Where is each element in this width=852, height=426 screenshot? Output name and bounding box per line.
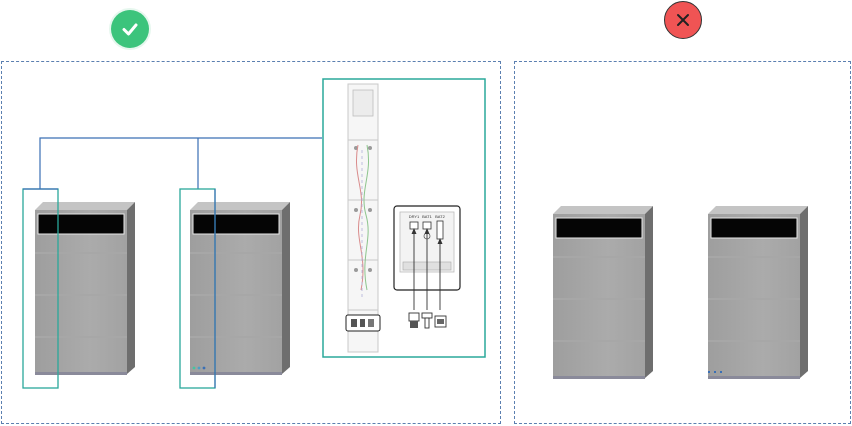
port-label-3: BAT2 — [435, 214, 445, 219]
correct-wiring-panel — [1, 61, 501, 424]
battery-cabinet-2 — [190, 202, 290, 376]
multi-pin-connector-icon — [434, 315, 447, 328]
terminal-plug-icon — [421, 312, 433, 329]
cross-icon — [677, 14, 689, 26]
check-icon — [122, 23, 138, 36]
battery-cabinet-4 — [708, 206, 808, 380]
correct-badge — [111, 10, 149, 48]
detail-inset: DRY1 BAT1 BAT2 — [322, 78, 486, 358]
battery-cabinet-1 — [35, 202, 135, 376]
port-label-2: BAT1 — [422, 214, 432, 219]
rj45-connector-icon — [408, 312, 420, 328]
wrong-wiring-panel — [514, 61, 851, 424]
wrong-badge — [664, 1, 702, 39]
comm-cable — [39, 137, 322, 189]
port-label-1: DRY1 — [409, 214, 420, 219]
battery-cabinet-3 — [553, 206, 653, 380]
